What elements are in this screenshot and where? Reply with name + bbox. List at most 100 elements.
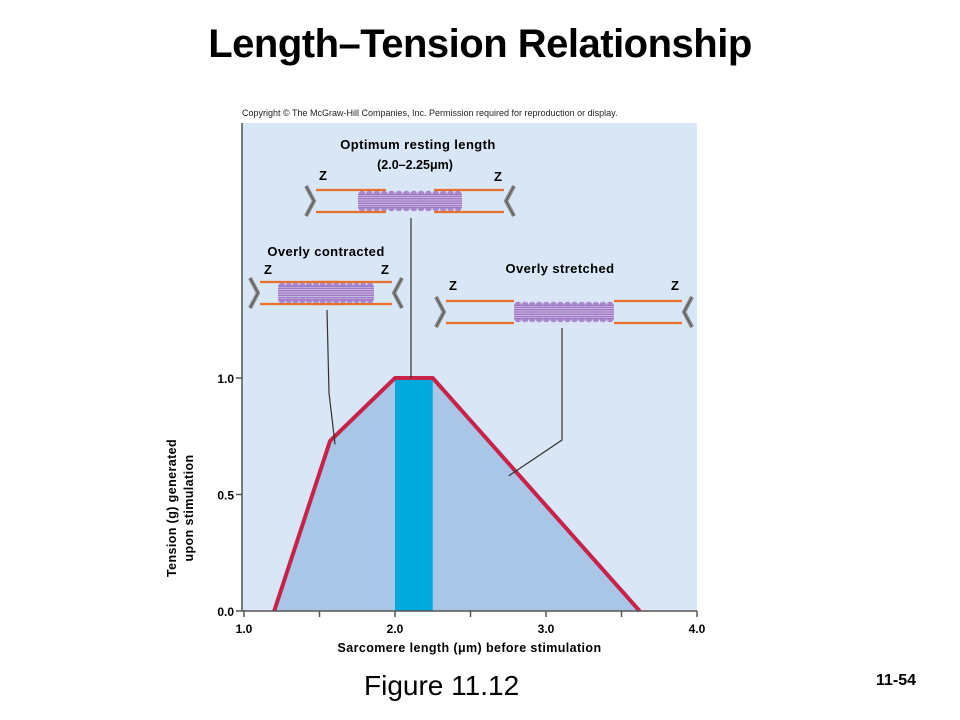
myosin-head — [440, 206, 447, 212]
optimum-label: Optimum resting length — [340, 137, 495, 152]
myosin-head — [543, 317, 550, 323]
contracted-label: Overly contracted — [267, 244, 384, 259]
myosin-head — [447, 190, 454, 196]
myosin-head — [417, 206, 425, 212]
myosin-head — [536, 317, 543, 323]
myosin-head — [599, 301, 607, 307]
myosin-head — [319, 298, 326, 304]
myosin-head — [417, 190, 425, 196]
myosin-head — [536, 301, 543, 307]
z-line-edge — [435, 296, 445, 328]
x-tick-label: 3.0 — [538, 622, 555, 636]
myosin-head — [305, 282, 313, 288]
myosin-head — [557, 301, 564, 307]
myosin-head — [353, 298, 360, 304]
myosin-head — [326, 282, 333, 288]
myosin-head — [346, 298, 353, 304]
z-line-edge — [683, 296, 693, 328]
z-label: Z — [671, 278, 679, 293]
myosin-head — [319, 282, 326, 288]
z-label: Z — [449, 278, 457, 293]
myosin-head — [332, 282, 340, 288]
myosin-head — [410, 190, 417, 196]
myosin-head — [373, 190, 380, 196]
myosin-head — [521, 301, 529, 307]
myosin-head — [564, 301, 571, 307]
myosin-head — [432, 206, 440, 212]
y-tick-label: 0.0 — [217, 605, 234, 619]
myosin-head — [285, 298, 292, 304]
myosin-head — [388, 190, 395, 196]
myosin-head — [578, 301, 585, 307]
myosin-head — [278, 298, 286, 304]
myosin-head — [564, 317, 571, 323]
myosin-head — [388, 206, 395, 212]
myosin-head — [410, 206, 417, 212]
z-line-edge — [393, 277, 403, 309]
myosin-head — [571, 301, 578, 307]
myosin-head — [332, 298, 340, 304]
z-label: Z — [381, 262, 389, 277]
z-line-edge — [249, 277, 259, 309]
z-line-edge — [305, 185, 315, 217]
myosin-head — [521, 317, 529, 323]
y-tick-label: 0.5 — [217, 489, 234, 503]
myosin-head — [366, 298, 374, 304]
myosin-head — [366, 190, 373, 196]
myosin-head — [299, 282, 306, 288]
x-tick-label: 2.0 — [387, 622, 404, 636]
contracted-leader-line — [326, 309, 336, 445]
myosin-head — [585, 301, 592, 307]
myosin-head — [292, 298, 299, 304]
myosin-head — [353, 282, 360, 288]
myosin-head — [578, 317, 585, 323]
myosin-head — [395, 190, 403, 196]
x-tick-label: 4.0 — [689, 622, 706, 636]
myosin-head — [312, 282, 320, 288]
myosin-head — [285, 282, 292, 288]
myosin-head — [514, 317, 522, 323]
optimum-band — [395, 378, 433, 611]
myosin-head — [425, 190, 432, 196]
myosin-head — [358, 206, 366, 212]
myosin-head — [440, 190, 447, 196]
myosin-head — [339, 282, 347, 288]
z-label: Z — [264, 262, 272, 277]
y-axis-label-line: Tension (g) generated — [165, 439, 179, 577]
myosin-head — [447, 206, 454, 212]
myosin-head — [366, 282, 374, 288]
myosin-head — [339, 298, 347, 304]
stretched-label: Overly stretched — [505, 261, 614, 276]
myosin-head — [557, 317, 564, 323]
myosin-head — [543, 301, 550, 307]
myosin-head — [360, 298, 367, 304]
myosin-head — [454, 190, 462, 196]
myosin-head — [592, 301, 600, 307]
myosin-head — [358, 190, 366, 196]
myosin-head — [550, 301, 557, 307]
myosin-head — [528, 301, 536, 307]
tension-area — [274, 378, 640, 611]
myosin-head — [528, 317, 536, 323]
myosin-head — [403, 206, 410, 212]
slide-number: 11-54 — [876, 672, 917, 689]
myosin-head — [592, 317, 600, 323]
myosin-head — [432, 190, 440, 196]
myosin-head — [403, 190, 410, 196]
myosin-head — [366, 206, 373, 212]
myosin-head — [305, 298, 313, 304]
myosin-head — [599, 317, 607, 323]
z-label: Z — [319, 168, 327, 183]
x-tick-label: 1.0 — [236, 622, 253, 636]
myosin-head — [606, 301, 614, 307]
myosin-head — [373, 206, 380, 212]
myosin-head — [606, 317, 614, 323]
myosin-head — [292, 282, 299, 288]
myosin-head — [585, 317, 592, 323]
slide-title: Length–Tension Relationship — [208, 22, 752, 66]
z-line-edge — [505, 185, 515, 217]
